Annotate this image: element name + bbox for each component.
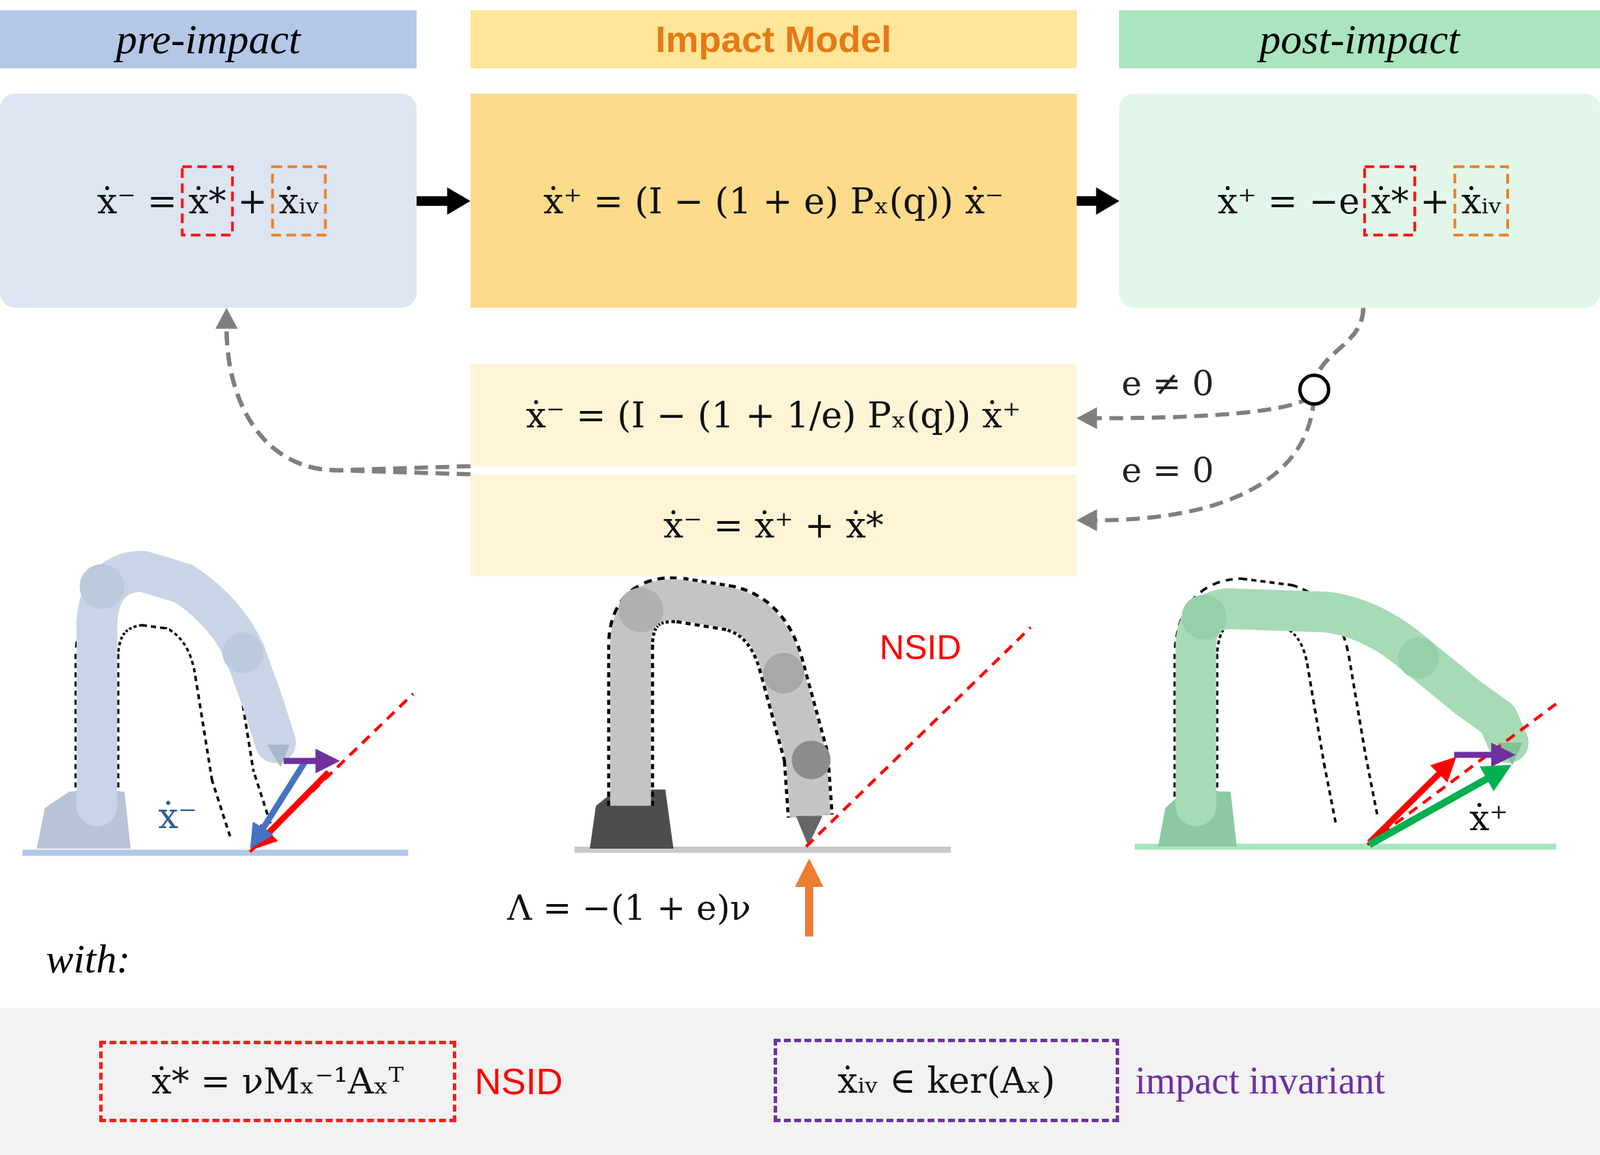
note-text: with: bbox=[45, 935, 130, 983]
formula-text: ẋ⁻ = ẋ⁺ + ẋ* bbox=[663, 504, 884, 546]
arrow-head bbox=[215, 308, 238, 330]
direction-label: NSID bbox=[879, 627, 962, 668]
connector-line bbox=[416, 196, 449, 206]
formula-text: ẋᵢᵥ ∈ ker(Aₓ) bbox=[837, 1060, 1056, 1102]
arrow-head bbox=[1095, 187, 1120, 215]
branch-junction bbox=[1299, 375, 1329, 405]
connector-line bbox=[226, 327, 471, 471]
connector-line bbox=[1076, 196, 1098, 206]
formula-text: ẋ⁺ = −e ẋ* + ẋᵢᵥ bbox=[1217, 180, 1502, 222]
connector-line bbox=[1095, 308, 1364, 521]
impulse-label: Λ = −(1 + e)ν bbox=[506, 888, 751, 929]
arrow-head bbox=[215, 308, 238, 330]
formula-text: ẋ⁻ = (I − (1 + 1/e) Pₓ(q)) ẋ⁺ bbox=[526, 394, 1022, 436]
band-heading: pre-impact bbox=[115, 15, 301, 64]
edge-label: e ≠ 0 bbox=[1117, 363, 1218, 404]
inverse-box: ẋ⁻ = (I − (1 + 1/e) Pₓ(q)) ẋ⁺ bbox=[470, 364, 1077, 467]
arrow-head bbox=[1076, 407, 1098, 430]
arrow-head bbox=[1076, 509, 1098, 532]
connector-line bbox=[226, 327, 471, 475]
arrow-head bbox=[447, 187, 471, 215]
formula-text: ẋ⁻ = ẋ* + ẋᵢᵥ bbox=[97, 180, 320, 222]
band-heading: Impact Model bbox=[655, 17, 892, 61]
state-box: ẋ⁻ = ẋ* + ẋᵢᵥ bbox=[0, 93, 417, 308]
flow-arrow bbox=[1076, 187, 1120, 215]
header-band: Impact Model bbox=[470, 10, 1077, 69]
flow-arrow bbox=[1076, 308, 1364, 532]
tag-text: impact invariant bbox=[1134, 1058, 1385, 1103]
flow-arrow bbox=[215, 308, 471, 475]
formula-text: ẋ* = νMₓ⁻¹Aₓᵀ bbox=[151, 1060, 404, 1103]
header-band: pre-impact bbox=[0, 10, 417, 69]
flow-arrow bbox=[416, 187, 471, 215]
definition-box: ẋ* = νMₓ⁻¹AₓᵀNSID bbox=[99, 1041, 457, 1123]
definition-box: ẋᵢᵥ ∈ ker(Aₓ)impact invariant bbox=[773, 1039, 1120, 1123]
flow-arrow bbox=[215, 308, 471, 471]
header-band: post-impact bbox=[1119, 10, 1600, 69]
formula-text: ẋ⁺ = (I − (1 + e) Pₓ(q)) ẋ⁻ bbox=[543, 180, 1004, 222]
inverse-box: ẋ⁻ = ẋ⁺ + ẋ* bbox=[470, 474, 1077, 577]
band-heading: post-impact bbox=[1259, 15, 1460, 64]
velocity-label: ẋ⁺ bbox=[1469, 797, 1509, 839]
model-box: ẋ⁺ = (I − (1 + e) Pₓ(q)) ẋ⁻ bbox=[470, 93, 1077, 308]
tag-text: NSID bbox=[474, 1060, 563, 1103]
edge-label: e = 0 bbox=[1117, 450, 1218, 491]
state-box: ẋ⁺ = −e ẋ* + ẋᵢᵥ bbox=[1119, 93, 1600, 308]
velocity-label: ẋ⁻ bbox=[158, 795, 198, 837]
